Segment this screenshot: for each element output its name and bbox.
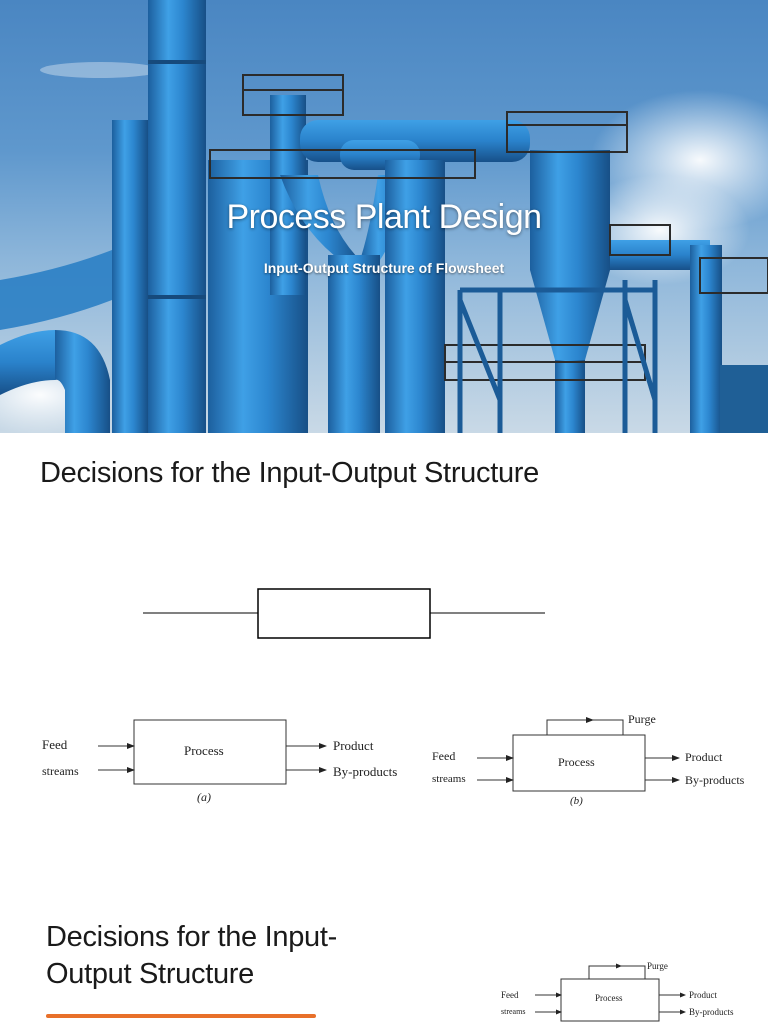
process-label: Process [558,755,595,769]
output-label: By-products [685,773,745,787]
output-label: Product [689,990,717,1000]
purge-label: Purge [628,712,656,726]
process-plant-photo [0,0,768,433]
io-diagram-small [535,963,686,1022]
output-label: By-products [333,764,398,779]
input-label: streams [432,773,466,785]
output-label: Product [685,750,723,764]
input-label: Feed [42,737,68,752]
slide-title: Decisions for the Input- Output Structur… [46,919,337,993]
process-block [512,734,646,792]
output-label: By-products [689,1007,734,1017]
process-label: Process [184,743,224,758]
input-label: streams [501,1007,526,1016]
slide-title-line: Output Structure [46,958,254,990]
slide-title-line: Decisions for the Input- [46,921,337,953]
slide-title: Decisions for the Input-Output Structure [40,457,539,489]
process-block [560,978,660,1022]
diagram-caption: (b) [570,795,583,807]
input-label: Feed [501,990,519,1000]
process-block [133,719,287,785]
accent-underline [46,1014,316,1018]
diagram-caption: (a) [197,790,211,804]
input-label: Feed [432,749,456,763]
title-slide: Process Plant Design Input-Output Struct… [0,0,768,433]
content-slide-2: Decisions for the Input-Output Structure… [0,433,768,883]
output-label: Product [333,738,374,753]
process-label: Process [595,993,623,1003]
presentation-subtitle: Input-Output Structure of Flowsheet [263,260,505,276]
io-diagram-b [477,717,680,792]
blank-io-diagram [143,588,545,639]
purge-label: Purge [647,961,668,971]
content-slide-3: Decisions for the Input- Output Structur… [0,883,768,1024]
io-diagram-a [98,719,327,785]
presentation-title: Process Plant Design [226,198,542,236]
input-label: streams [42,764,79,778]
